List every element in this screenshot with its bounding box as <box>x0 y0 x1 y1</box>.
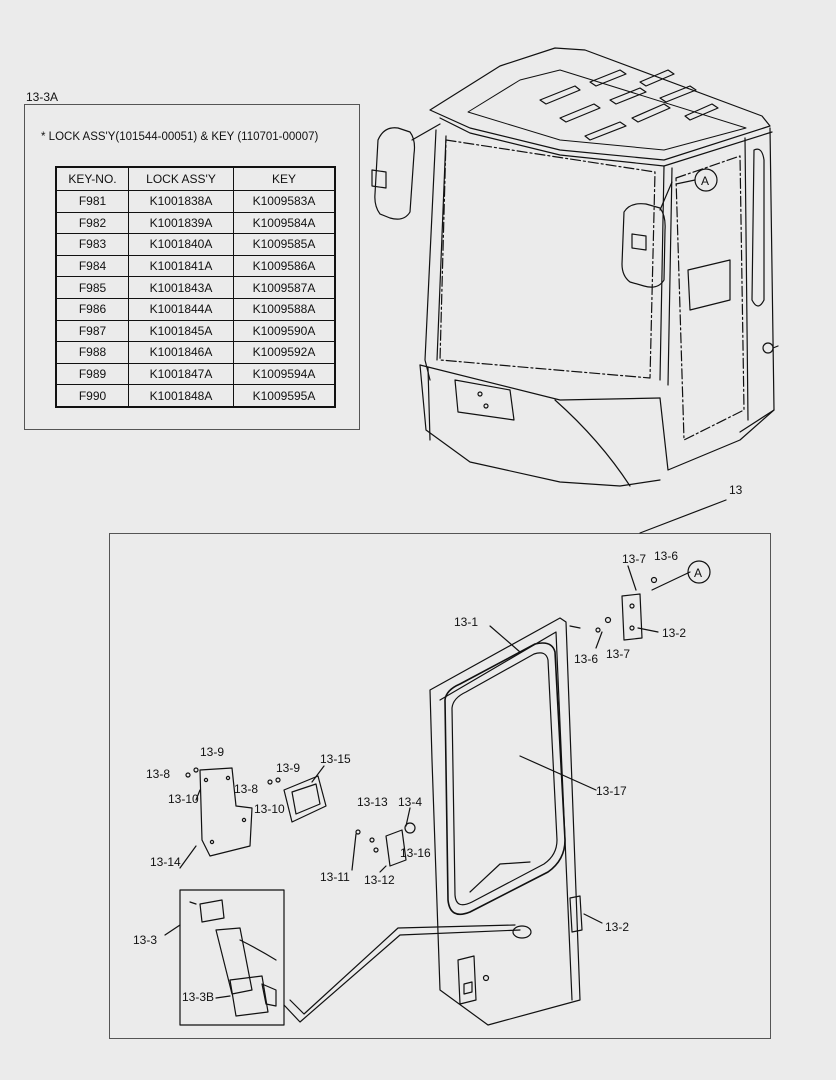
callout-13-11: 13-11 <box>320 870 350 884</box>
callout-13-13: 13-13 <box>357 795 388 809</box>
door-illustration <box>164 565 691 1026</box>
cell-key-no: F982 <box>55 211 129 235</box>
cell-lock-assy: K1001844A <box>128 297 234 321</box>
callout-13-7-bottom: 13-7 <box>606 647 630 661</box>
cell-lock-assy: K1001841A <box>128 254 234 278</box>
page-reference: 13-3A <box>26 90 59 104</box>
cell-key-no: F985 <box>55 276 129 299</box>
callout-13-7-top: 13-7 <box>622 552 646 566</box>
cell-lock-assy: K1001838A <box>128 190 234 213</box>
callout-13-15: 13-15 <box>320 752 351 766</box>
callout-13-3: 13-3 <box>133 933 157 947</box>
detail-a-label-cab: A <box>701 174 709 188</box>
callout-13: 13 <box>729 483 743 497</box>
cell-key: K1009587A <box>233 276 336 299</box>
callout-13-9-b: 13-9 <box>276 761 300 775</box>
header-key-no: KEY-NO. <box>55 166 129 191</box>
cell-key: K1009592A <box>233 341 336 364</box>
cell-key: K1009586A <box>233 254 336 278</box>
callout-13-8-b: 13-8 <box>234 782 258 796</box>
callout-13-2-bottom: 13-2 <box>605 920 629 934</box>
callout-13-8-a: 13-8 <box>146 767 170 781</box>
cell-lock-assy: K1001848A <box>128 384 234 408</box>
callout-13-12: 13-12 <box>364 873 395 887</box>
callout-13-1: 13-1 <box>454 615 478 629</box>
callout-13-9-a: 13-9 <box>200 745 224 759</box>
callout-13-3b: 13-3B <box>182 990 214 1004</box>
callout-13-14: 13-14 <box>150 855 181 869</box>
cell-lock-assy: K1001846A <box>128 341 234 364</box>
detail-a-label-door: A <box>694 566 702 580</box>
callout-13-17: 13-17 <box>596 784 627 798</box>
callout-13-10-a: 13-10 <box>168 792 199 806</box>
callout-13-6-bottom: 13-6 <box>574 652 598 666</box>
callout-13-4: 13-4 <box>398 795 422 809</box>
cell-key-no: F990 <box>55 384 129 408</box>
door-detail-frame <box>109 533 771 1039</box>
detail-a-circle-door <box>687 560 711 584</box>
spec-note: * LOCK ASS'Y(101544-00051) & KEY (110701… <box>41 131 319 143</box>
cell-key: K1009584A <box>233 211 336 235</box>
cell-lock-assy: K1001840A <box>128 233 234 256</box>
cell-key: K1009590A <box>233 319 336 343</box>
lock-key-spec-box: * LOCK ASS'Y(101544-00051) & KEY (110701… <box>24 104 360 430</box>
table-header-row: KEY-NO. LOCK ASS'Y KEY <box>55 166 336 191</box>
callout-13-2-top: 13-2 <box>662 626 686 640</box>
cab-illustration <box>371 47 779 487</box>
leader-13 <box>639 499 727 534</box>
cell-lock-assy: K1001839A <box>128 211 234 235</box>
cell-key: K1009585A <box>233 233 336 256</box>
callout-13-6-top: 13-6 <box>654 549 678 563</box>
cell-key: K1009595A <box>233 384 336 408</box>
cell-key: K1009583A <box>233 190 336 213</box>
header-key: KEY <box>233 166 336 191</box>
cell-key-no: F983 <box>55 233 129 256</box>
cell-lock-assy: K1001847A <box>128 362 234 386</box>
callout-13-10-b: 13-10 <box>254 802 285 816</box>
cell-lock-assy: K1001843A <box>128 276 234 299</box>
callout-13-16: 13-16 <box>400 846 431 860</box>
